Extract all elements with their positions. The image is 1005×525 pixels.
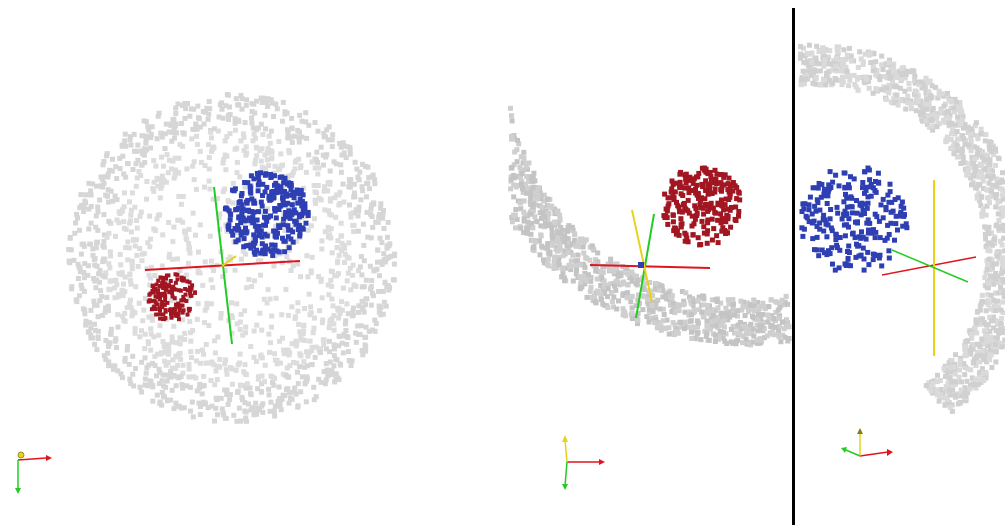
blue-sphere-point-cloud (799, 165, 910, 273)
x-axis-line (589, 264, 711, 269)
center-axes (881, 180, 977, 356)
y-axis-line (631, 209, 653, 303)
shell-arc-point-cloud (508, 105, 792, 348)
red-sphere-point-cloud (146, 272, 197, 322)
orientation-triad (841, 428, 893, 457)
z-axis-line (891, 249, 969, 283)
red-sphere-point-cloud (661, 165, 743, 248)
center-axes (144, 186, 301, 345)
blue-sphere-point-cloud (222, 170, 311, 258)
viewport-oblique-canvas[interactable] (470, 0, 792, 525)
center-axes (589, 209, 711, 319)
viewport-divider[interactable] (792, 8, 795, 525)
viewport-front-canvas[interactable] (0, 0, 470, 525)
orientation-triad (562, 435, 605, 490)
viewport-side[interactable] (796, 0, 1005, 525)
viewport-side-canvas[interactable] (796, 0, 1005, 525)
y-axis-line (221, 255, 237, 267)
shell-arc-point-cloud (797, 42, 1005, 414)
viewport-oblique[interactable] (470, 0, 792, 525)
viewport-front[interactable] (0, 0, 470, 525)
orientation-triad (15, 451, 52, 494)
